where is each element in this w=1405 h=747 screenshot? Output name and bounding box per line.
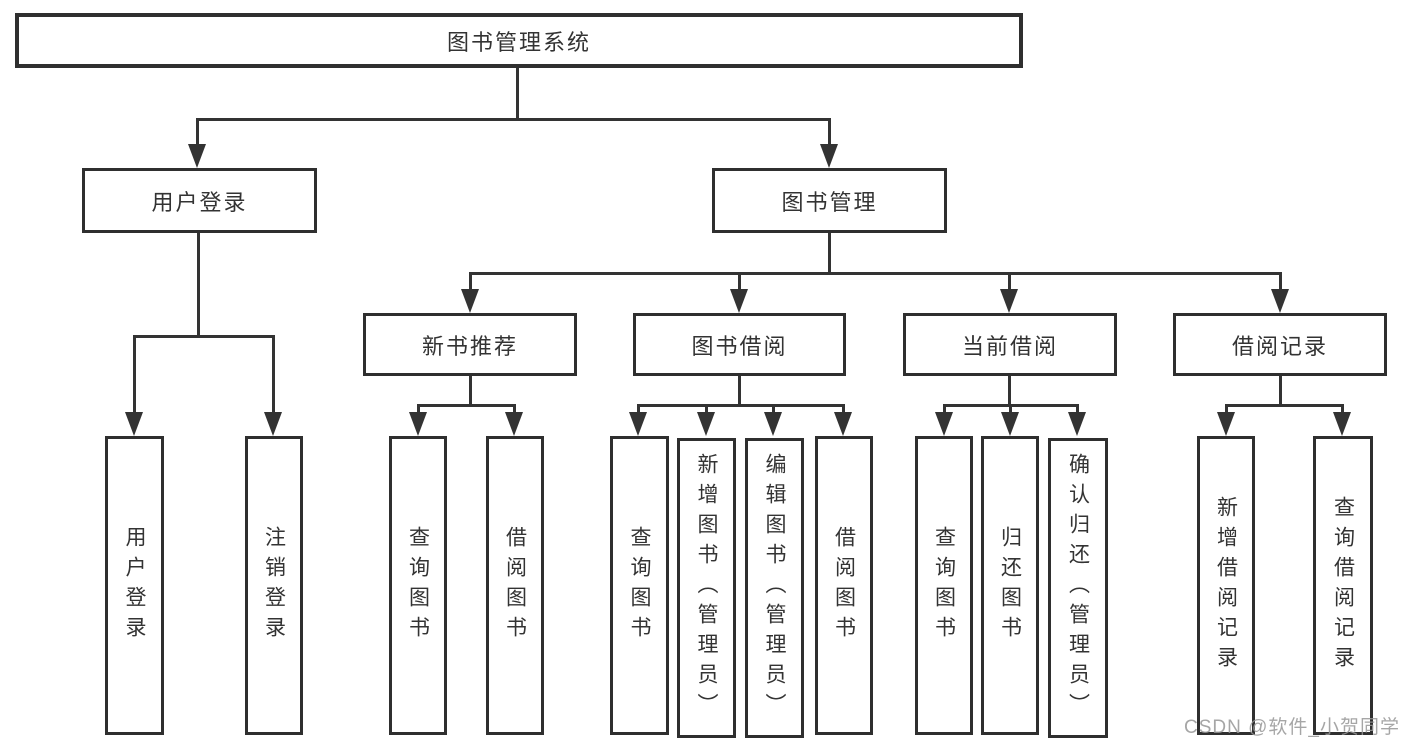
arrow-down-icon <box>935 412 953 436</box>
node-add-borrow-record-label: 新增借阅记录 <box>1214 495 1238 676</box>
node-borrow-books-recommend-label: 借阅图书 <box>503 525 527 646</box>
node-borrow-books-borrow-label: 借阅图书 <box>832 525 856 646</box>
node-logout: 注销登录 <box>245 436 303 735</box>
connector-line <box>1225 404 1228 414</box>
arrow-down-icon <box>125 412 143 436</box>
connector-line <box>417 404 420 414</box>
node-query-borrow-record-label: 查询借阅记录 <box>1331 495 1355 676</box>
connector-line <box>1279 272 1282 291</box>
connector-line <box>637 404 640 414</box>
arrow-down-icon <box>764 412 782 436</box>
node-query-borrow-record: 查询借阅记录 <box>1313 436 1373 735</box>
node-add-borrow-record: 新增借阅记录 <box>1197 436 1255 735</box>
arrow-down-icon <box>264 412 282 436</box>
node-edit-books-admin: 编辑图书（管理员） <box>745 438 804 738</box>
connector-line <box>272 335 275 414</box>
arrow-down-icon <box>1333 412 1351 436</box>
connector-line <box>772 404 775 414</box>
connector-line <box>469 272 1282 275</box>
arrow-down-icon <box>1001 412 1019 436</box>
connector-line <box>705 404 708 414</box>
watermark: CSDN @软件_小贺同学 <box>1184 717 1400 738</box>
connector-line <box>133 335 274 338</box>
connector-line <box>197 233 200 337</box>
node-add-books-admin: 新增图书（管理员） <box>677 438 736 738</box>
node-current-borrow-label: 当前借阅 <box>961 333 1058 359</box>
connector-line <box>469 272 472 291</box>
node-borrow-books-borrow: 借阅图书 <box>815 436 873 735</box>
node-confirm-return-admin: 确认归还（管理员） <box>1048 438 1108 738</box>
connector-line <box>196 118 199 148</box>
node-borrow-books-recommend: 借阅图书 <box>486 436 544 735</box>
node-new-book-recommend: 新书推荐 <box>363 313 577 376</box>
node-query-books-recommend: 查询图书 <box>389 436 447 735</box>
connector-line <box>1008 376 1011 407</box>
arrow-down-icon <box>409 412 427 436</box>
arrow-down-icon <box>461 289 479 313</box>
node-root-label: 图书管理系统 <box>446 29 591 55</box>
arrow-down-icon <box>834 412 852 436</box>
node-new-book-recommend-label: 新书推荐 <box>421 333 518 359</box>
arrow-down-icon <box>1217 412 1235 436</box>
node-logout-label: 注销登录 <box>262 525 286 646</box>
arrow-down-icon <box>629 412 647 436</box>
connector-line <box>133 335 136 414</box>
node-query-books-current-label: 查询图书 <box>932 525 956 646</box>
node-borrow-records: 借阅记录 <box>1173 313 1387 376</box>
connector-line <box>1341 404 1344 414</box>
connector-line <box>738 272 741 291</box>
arrow-down-icon <box>188 144 206 168</box>
node-query-books-recommend-label: 查询图书 <box>406 525 430 646</box>
arrow-down-icon <box>697 412 715 436</box>
node-book-management: 图书管理 <box>712 168 947 233</box>
node-login-label: 用户登录 <box>123 525 146 646</box>
arrow-down-icon <box>1000 289 1018 313</box>
connector-line <box>196 118 831 121</box>
connector-line <box>828 118 831 148</box>
node-return-books: 归还图书 <box>981 436 1039 735</box>
arrow-down-icon <box>820 144 838 168</box>
connector-line <box>1009 404 1012 414</box>
connector-line <box>1225 404 1343 407</box>
node-current-borrow: 当前借阅 <box>903 313 1117 376</box>
connector-line <box>1076 404 1079 414</box>
connector-line <box>469 376 472 407</box>
connector-line <box>943 404 946 414</box>
node-login: 用户登录 <box>105 436 164 735</box>
arrow-down-icon <box>730 289 748 313</box>
connector-line <box>1008 272 1011 291</box>
arrow-down-icon <box>1068 412 1086 436</box>
connector-line <box>1279 376 1282 407</box>
connector-line <box>828 233 831 274</box>
connector-line <box>738 376 741 407</box>
node-borrow-records-label: 借阅记录 <box>1231 333 1328 359</box>
arrow-down-icon <box>1271 289 1289 313</box>
node-query-books-current: 查询图书 <box>915 436 973 735</box>
node-confirm-return-admin-label: 确认归还（管理员） <box>1066 453 1090 723</box>
node-query-books-borrow: 查询图书 <box>610 436 669 735</box>
node-return-books-label: 归还图书 <box>998 525 1022 646</box>
connector-line <box>516 68 519 120</box>
connector-line <box>513 404 516 414</box>
node-book-borrow: 图书借阅 <box>633 313 846 376</box>
node-root: 图书管理系统 <box>15 13 1023 68</box>
connector-line <box>417 404 515 407</box>
arrow-down-icon <box>505 412 523 436</box>
connector-line <box>637 404 845 407</box>
node-query-books-borrow-label: 查询图书 <box>628 525 651 646</box>
node-add-books-admin-label: 新增图书（管理员） <box>695 453 718 723</box>
node-edit-books-admin-label: 编辑图书（管理员） <box>763 453 786 723</box>
node-user-login-label: 用户登录 <box>151 189 248 215</box>
node-book-borrow-label: 图书借阅 <box>691 333 788 359</box>
connector-line <box>842 404 845 414</box>
node-book-management-label: 图书管理 <box>781 189 878 215</box>
node-user-login: 用户登录 <box>82 168 317 233</box>
